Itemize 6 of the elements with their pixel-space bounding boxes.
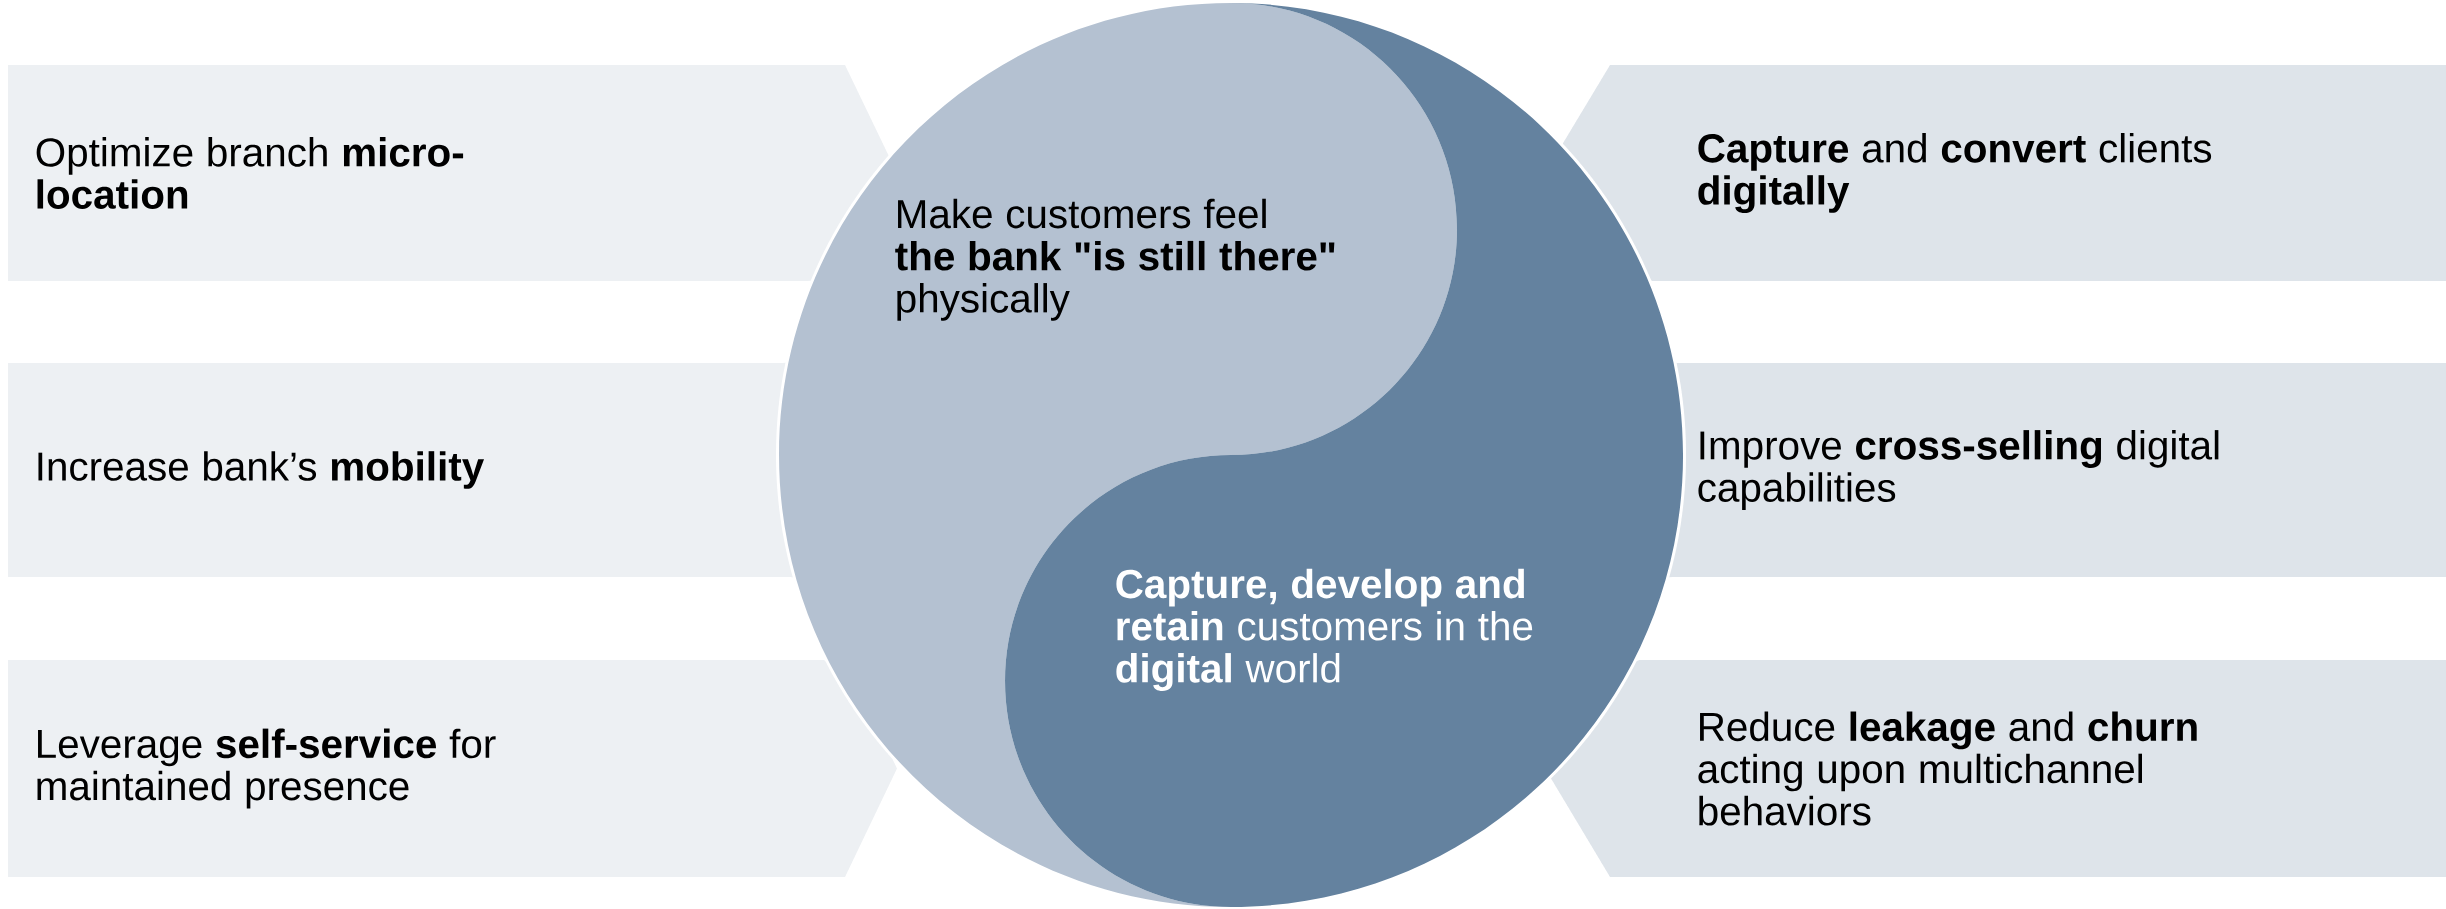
- label-band: Increase bank’s mobility: [8, 349, 798, 593]
- label-band: Reduce leakage and churn acting upon multichannel behaviors: [1551, 660, 2446, 877]
- label-band: Improve cross-selling digital capabilities: [1664, 347, 2446, 595]
- label-band: Optimize branch micro-location: [8, 65, 889, 281]
- label-band: Leverage self-service for maintained presence: [8, 660, 897, 877]
- label-band: Capture and convert clients digitally: [1562, 65, 2446, 281]
